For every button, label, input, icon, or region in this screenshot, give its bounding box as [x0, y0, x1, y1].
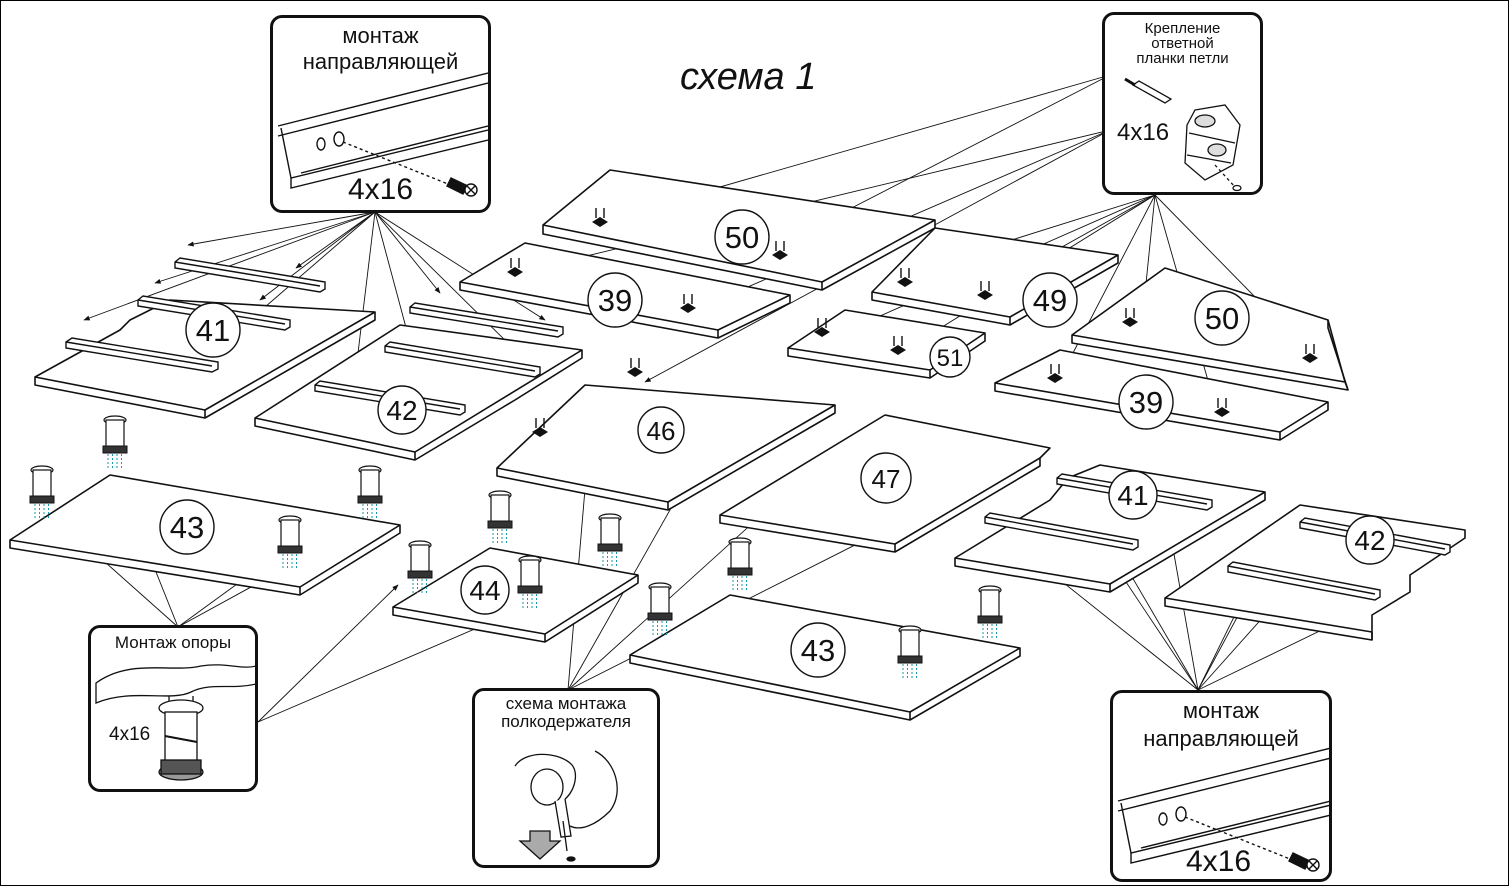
callout-hinge-plate: Крепление ответной планки петли 4x16	[1102, 12, 1263, 195]
callout-title-line-2: ответной	[1151, 35, 1214, 52]
callout-title-line-2: направляющей	[1143, 726, 1299, 751]
part-label-39-left: 39	[587, 272, 643, 328]
hinge-mounting-plate	[890, 336, 906, 355]
support-foot	[102, 415, 128, 468]
svg-text:50: 50	[725, 220, 759, 255]
part-label-51: 51	[929, 336, 971, 378]
support-foot	[487, 490, 513, 543]
callout-support-mounting: Монтаж опоры 4x16	[88, 625, 258, 792]
support-foot	[597, 513, 623, 566]
support-foot	[647, 582, 673, 635]
hinge-mounting-plate	[627, 358, 643, 377]
callout-title-line-2: направляющей	[302, 49, 459, 74]
shelf-holder-illustration	[514, 750, 618, 862]
part-label-50-right: 50	[1194, 290, 1250, 346]
part-label-39-right: 39	[1118, 374, 1174, 430]
svg-text:46: 46	[647, 416, 676, 446]
svg-text:41: 41	[1117, 480, 1148, 511]
support-foot	[357, 465, 383, 518]
hinge-mounting-plate	[1122, 308, 1138, 327]
svg-text:47: 47	[872, 464, 901, 494]
part-label-50-left: 50	[714, 209, 770, 265]
support-feet	[29, 415, 1003, 678]
hinge-mounting-plate	[680, 294, 696, 313]
part-labels: 50 39 49 51 50 39 41 42 46 47 43 44 43 4…	[159, 209, 1395, 678]
hinge-mounting-plate	[592, 208, 608, 227]
screw-size-label: 4x16	[1186, 845, 1252, 878]
part-label-43-left: 43	[159, 499, 215, 555]
callout-title-line-3: планки петли	[1136, 50, 1229, 67]
part-label-43-right: 43	[790, 622, 846, 678]
hinge-mounting-plate	[507, 258, 523, 277]
part-label-44: 44	[460, 565, 510, 615]
part-label-42-left: 42	[377, 385, 427, 435]
support-foot	[277, 515, 303, 568]
callout-title: Монтаж опоры	[114, 633, 232, 652]
part-label-46: 46	[637, 406, 685, 454]
svg-text:51: 51	[937, 345, 964, 372]
support-foot	[727, 537, 753, 590]
screw-size-label: 4x16	[348, 173, 414, 206]
support-foot-illustration	[95, 664, 255, 781]
guide-rail-illustration	[1117, 747, 1329, 872]
svg-text:42: 42	[1354, 525, 1385, 556]
screw-size-label: 4x16	[109, 724, 151, 745]
svg-text:39: 39	[1129, 385, 1163, 420]
hinge-mounting-plate	[772, 241, 788, 260]
hinge-mounting-plate	[977, 281, 993, 300]
part-label-49: 49	[1022, 272, 1078, 328]
support-foot	[407, 540, 433, 593]
svg-text:41: 41	[196, 313, 230, 348]
support-foot	[977, 585, 1003, 638]
hinge-mounting-plate	[1047, 364, 1063, 383]
callout-title-line-1: монтаж	[342, 23, 419, 48]
svg-text:42: 42	[386, 395, 417, 426]
guide-rail-illustration	[277, 72, 488, 197]
svg-text:39: 39	[598, 283, 632, 318]
callout-title-line-2: полкодержателя	[501, 712, 631, 731]
callout-guide-mounting-bottom: монтаж направляющей 4x16	[1110, 690, 1332, 882]
callout-shelf-holder: схема монтажа полкодержателя	[472, 688, 660, 868]
svg-text:49: 49	[1033, 283, 1067, 318]
hinge-mounting-plate	[1302, 344, 1318, 363]
callout-title-line-1: схема монтажа	[505, 694, 627, 713]
hinge-mounting-plate	[1214, 398, 1230, 417]
panel-44	[392, 547, 639, 643]
svg-text:50: 50	[1205, 301, 1239, 336]
svg-text:43: 43	[170, 510, 204, 545]
hinge-mounting-plate	[532, 418, 548, 437]
hinge-mounting-plate	[897, 268, 913, 287]
hinge-plate-illustration	[1124, 77, 1242, 192]
screw-size-label: 4x16	[1117, 119, 1170, 146]
callout-guide-mounting-top: монтаж направляющей 4x16	[270, 15, 491, 213]
support-foot	[29, 465, 55, 518]
part-label-41-left: 41	[185, 302, 241, 358]
support-foot	[517, 555, 543, 608]
callout-title-line-1: монтаж	[1182, 698, 1260, 723]
svg-text:44: 44	[469, 575, 500, 606]
support-foot	[897, 625, 923, 678]
part-label-47: 47	[860, 452, 912, 504]
panel-49	[871, 227, 1119, 326]
callout-title-line-1: Крепление	[1144, 20, 1221, 37]
diagram-title: схема 1	[680, 56, 817, 98]
part-label-42-right: 42	[1345, 515, 1395, 565]
svg-text:43: 43	[801, 633, 835, 668]
hinge-plates	[507, 208, 1318, 437]
hinge-mounting-plate	[814, 318, 830, 337]
part-label-41-right: 41	[1108, 470, 1158, 520]
